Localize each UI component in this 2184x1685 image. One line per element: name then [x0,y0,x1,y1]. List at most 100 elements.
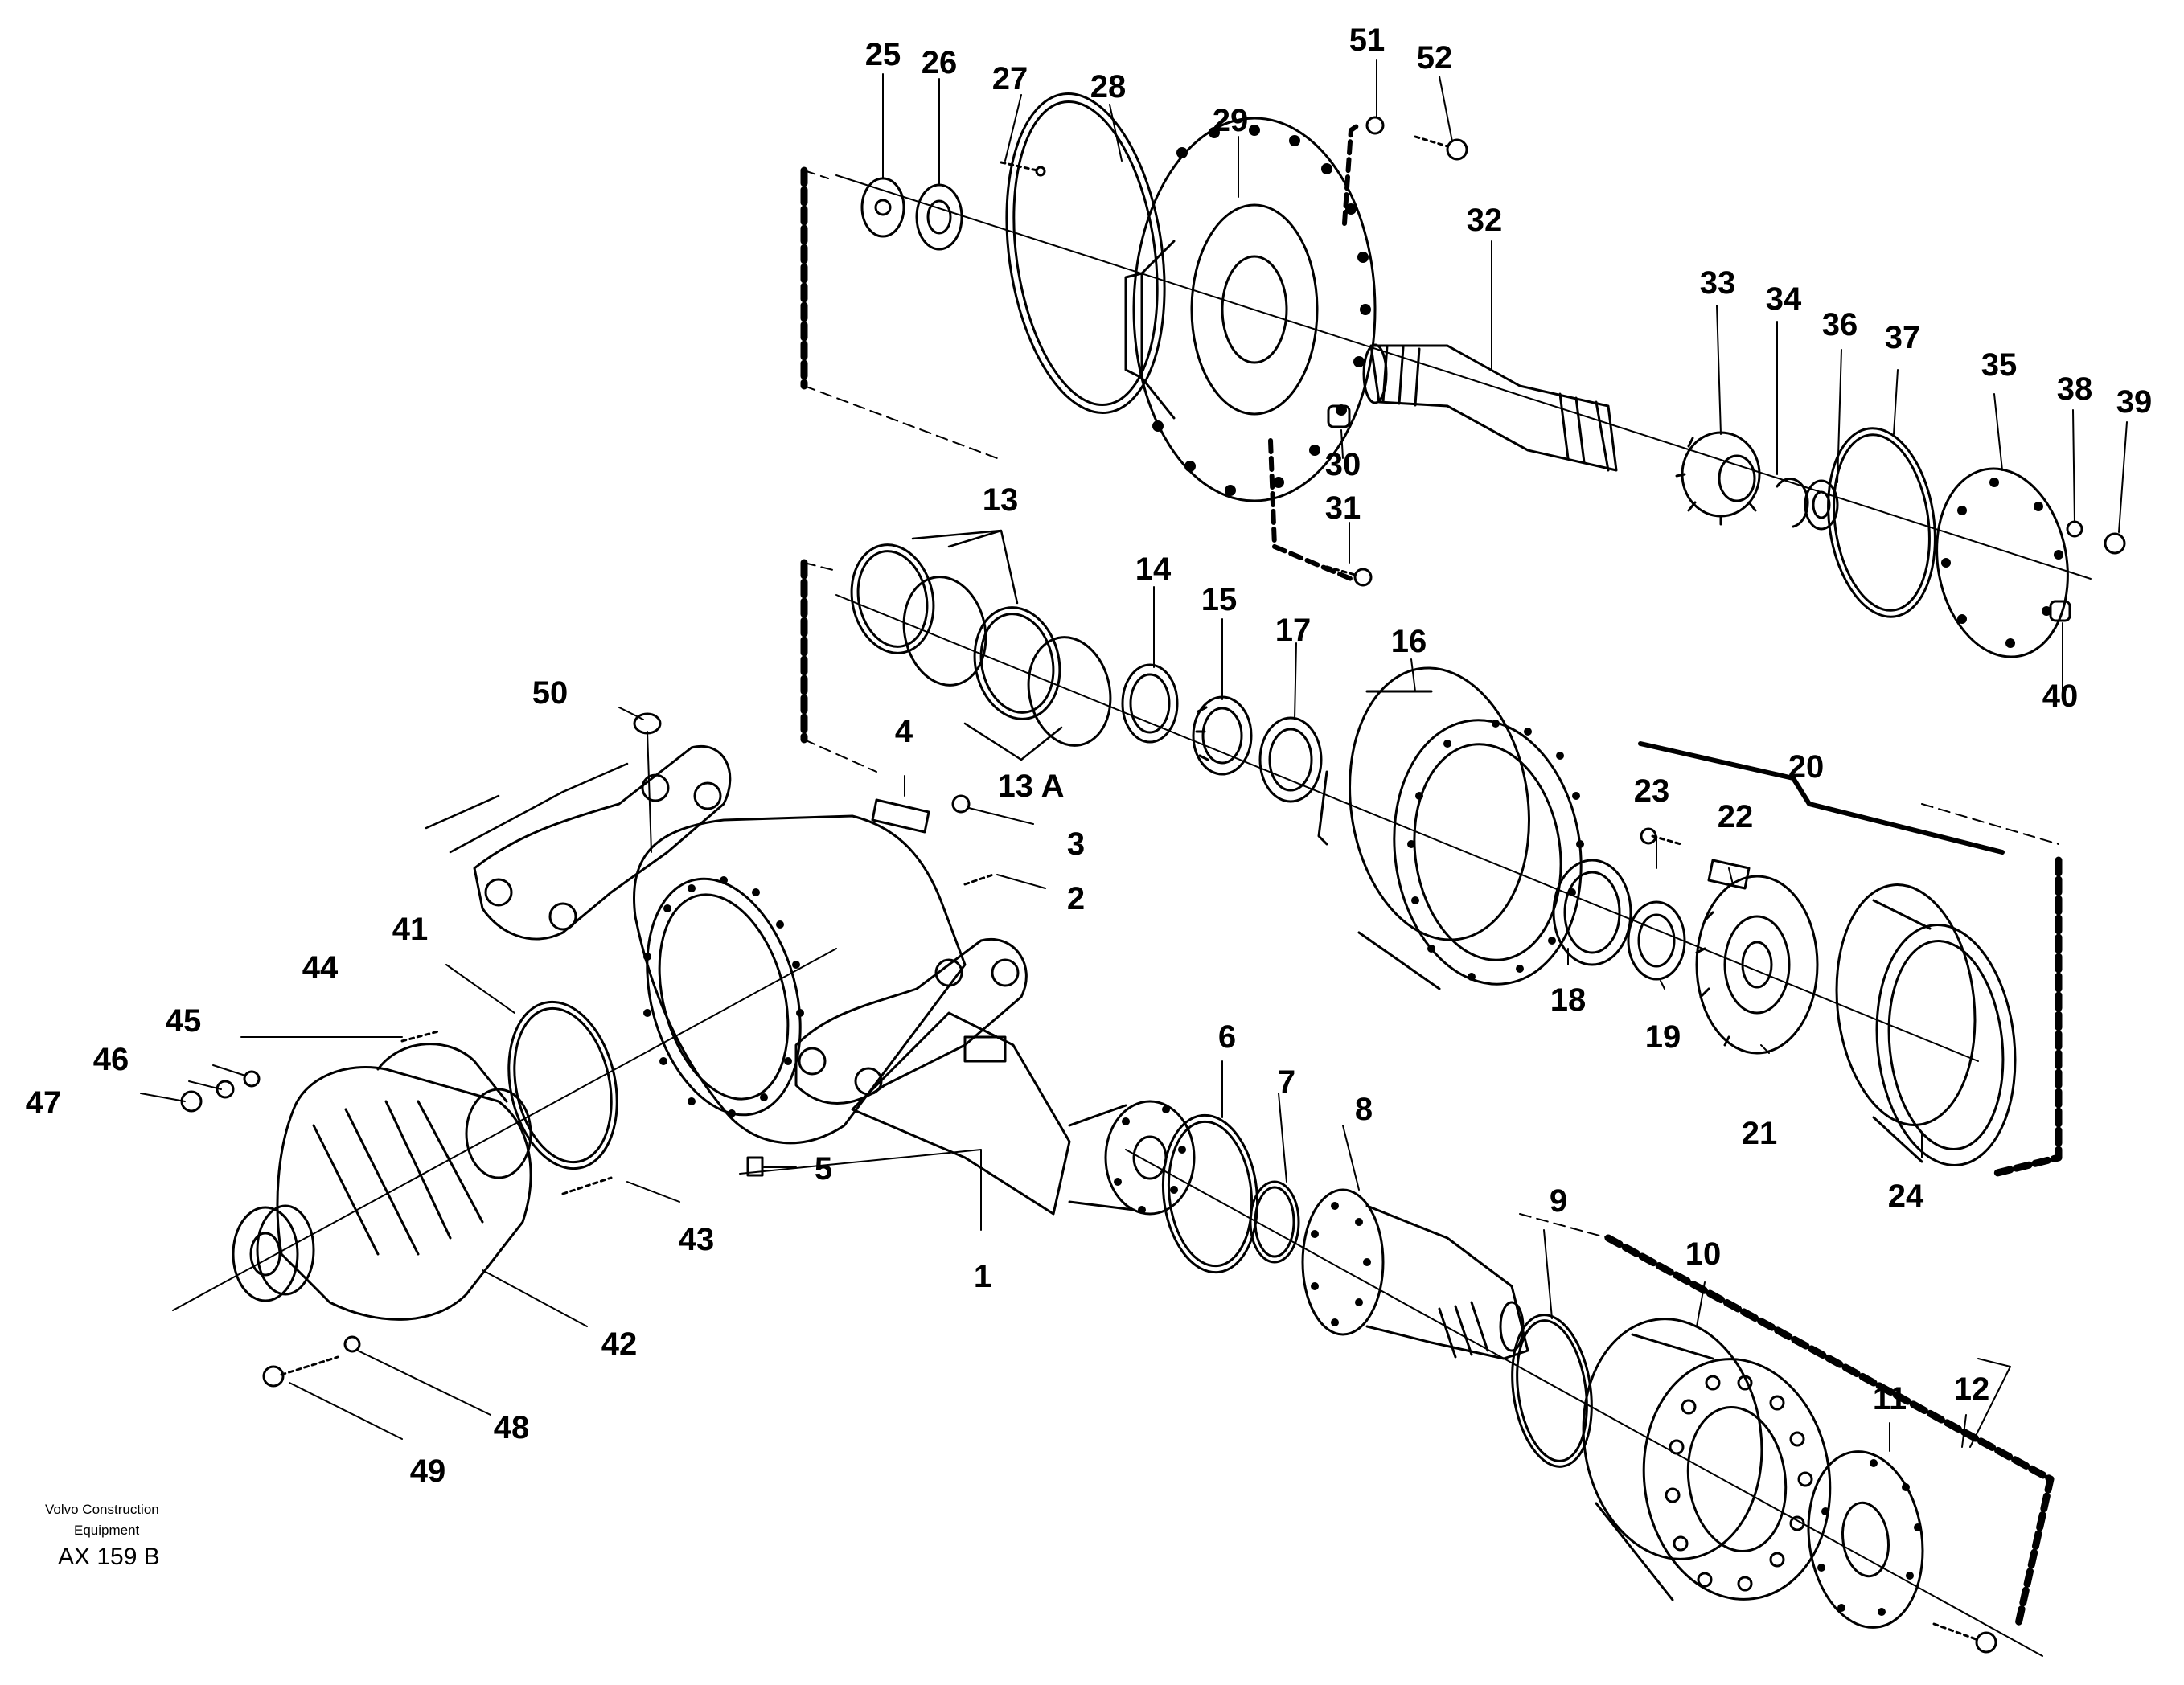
callout-16: 16 [1390,624,1427,659]
part-5-plug [746,1156,764,1177]
leader-lines [882,59,2128,1452]
callout-52: 52 [1416,40,1453,76]
part-39-nut [2104,532,2126,555]
part-12-bolt [1932,1622,1980,1642]
input-flange [232,1204,315,1302]
part-50-breather [633,712,662,735]
callout-48: 48 [493,1410,530,1445]
part-19-bearing [1627,900,1686,981]
axle-housing [172,707,2043,1657]
callout-8: 8 [1354,1092,1373,1127]
callout-40: 40 [2042,679,2079,714]
part-29-flange-hub [1124,117,1377,502]
part-13-rings [850,543,1112,747]
part-34-circlip [1776,478,1809,528]
part-49-bolt [280,1355,339,1376]
callout-2: 2 [1066,881,1086,916]
middle-assembly [800,529,2063,1178]
callout-23: 23 [1633,773,1670,809]
callout-17: 17 [1275,613,1312,648]
bottom-assembly [1161,1113,2055,1654]
part-30-plug [1327,404,1351,428]
axle-tube [851,1011,1071,1216]
part-43-stud [561,1176,613,1195]
callout-14: 14 [1135,551,1172,587]
callout-3: 3 [1066,826,1086,862]
callout-9: 9 [1549,1183,1568,1219]
callout-39: 39 [2116,384,2153,420]
part-52-screw [1414,135,1449,148]
callout-26: 26 [921,45,958,80]
part-45-washer [243,1070,261,1088]
callout-12: 12 [1953,1371,1990,1407]
part-17-bearing-race [1258,716,1323,803]
callout-34: 34 [1765,281,1802,317]
callout-25: 25 [864,37,901,72]
part-48-washer [343,1335,361,1353]
callout-24: 24 [1887,1179,1924,1214]
callout-20: 20 [1788,749,1825,785]
callout-29: 29 [1212,103,1249,138]
part-32-shaft [1362,343,1618,472]
part-40-plug [2049,600,2071,622]
callout-49: 49 [409,1453,446,1489]
callout-35: 35 [1981,347,2018,383]
callout-51: 51 [1349,23,1386,58]
callout-30: 30 [1324,447,1361,482]
callout-21: 21 [1741,1116,1778,1151]
part-42-diff-housing [276,1065,532,1321]
part-8-spindle [1301,1188,1529,1360]
arm-upper [473,745,732,941]
callout-33: 33 [1699,265,1736,301]
part-4-plate [871,798,930,834]
callout-5: 5 [814,1151,833,1187]
callout-38: 38 [2056,371,2093,407]
part-3-screw [951,794,971,814]
axis-middle [835,594,1979,1062]
differential [140,964,680,1440]
manufacturer-line-1: Volvo Construction [45,1502,159,1517]
callout-46: 46 [92,1042,129,1077]
callout-19: 19 [1644,1019,1681,1055]
part-10-brake-drum [1582,1318,1832,1601]
part-41-o-ring [507,1000,618,1170]
callout-42: 42 [601,1326,638,1362]
diagram-reference: AX 159 B [58,1544,160,1570]
bracket-20 [1638,741,2005,855]
callout-6: 6 [1217,1019,1237,1055]
part-36-washer [1804,479,1839,531]
callout-11: 11 [1872,1381,1907,1416]
part-26-flange [915,183,963,251]
part-15-bearing [1192,695,1253,776]
part-18-bearing-race [1552,859,1632,966]
part-11-flange [1807,1450,1924,1629]
axis-lower [172,948,837,1311]
callout-28: 28 [1090,69,1127,105]
callout-7: 7 [1277,1064,1296,1100]
callout-36: 36 [1821,307,1858,342]
part-37-o-ring [1827,427,1936,618]
manufacturer-line-2: Equipment [74,1523,140,1538]
part-21-gear-carrier [1695,875,1819,1055]
part-7-o-ring [1249,1180,1300,1264]
callout-37: 37 [1884,320,1921,355]
callout-47: 47 [25,1085,62,1121]
part-24-ring-gear [1835,883,2017,1166]
callout-43: 43 [678,1222,715,1257]
housing-body [633,814,967,1145]
part-44-stud [400,1030,440,1043]
callout-18: 18 [1550,982,1587,1018]
part-22-plate [1707,859,1751,890]
part-51-washer [1365,116,1385,135]
part-2-screw [963,873,995,886]
callout-4: 4 [894,714,913,749]
part-14-bearing-race [1121,663,1179,744]
callout-31: 31 [1324,490,1361,526]
callout-1: 1 [973,1259,992,1294]
callout-45: 45 [165,1003,202,1039]
part-33-gear [1675,431,1761,526]
part-16-hub [1317,666,1584,990]
part-6-o-ring [1161,1113,1259,1274]
